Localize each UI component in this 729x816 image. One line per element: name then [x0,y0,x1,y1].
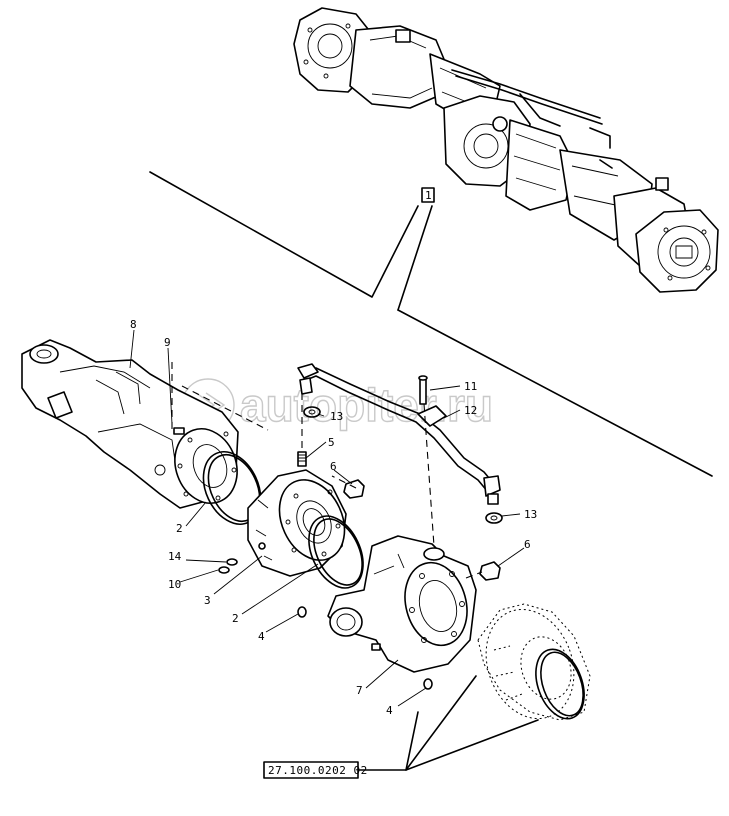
screw-part-5 [297,451,307,467]
callout-11: 11 [464,380,477,393]
callout-2-right: 2 [232,612,239,625]
o-ring-part-2b [308,515,364,589]
callout-6-left: 6 [330,460,337,473]
callout-3: 3 [204,594,211,607]
washer-part-13b [485,512,503,524]
divider-lines [149,171,713,477]
pin-part-4b [423,678,433,690]
oil-pipe-part-12 [297,363,501,505]
bolt-part-11 [418,375,428,405]
callout-6-right: 6 [524,538,531,551]
wheel-hub-assembly [477,603,591,721]
swivel-housing-part-7 [327,535,477,673]
callout-13-left: 13 [330,410,343,423]
front-axle-assembly [293,7,719,293]
callout-2-left: 2 [176,522,183,535]
leader-lines [129,329,539,771]
callout-4-left: 4 [258,630,265,643]
washer-part-10 [218,566,230,574]
carrier-part-3 [247,469,347,577]
plug-part-14 [226,558,238,566]
axle-beam-part-8 [21,339,239,509]
plug-part-6a [343,479,365,499]
callout-12: 12 [464,404,477,417]
callout-box-1 [421,187,435,203]
callout-13-right: 13 [524,508,537,521]
reference-box: 27.100.0202 02 [263,761,368,779]
reference-number: 27.100.0202 02 [268,764,368,777]
callout-10: 10 [168,578,181,591]
callout-9: 9 [164,336,171,349]
pin-part-4a [297,606,307,618]
callout-7: 7 [356,684,363,697]
callout-labels: 1 8 9 2 14 10 3 2 4 5 6 13 11 12 13 6 7 … [130,187,537,717]
plug-part-6b [479,561,501,581]
callout-4-right: 4 [386,704,393,717]
washer-part-13a [303,406,321,418]
callout-5: 5 [328,436,335,449]
callout-1: 1 [425,189,432,202]
callout-14: 14 [168,550,182,563]
callout-8: 8 [130,318,137,331]
